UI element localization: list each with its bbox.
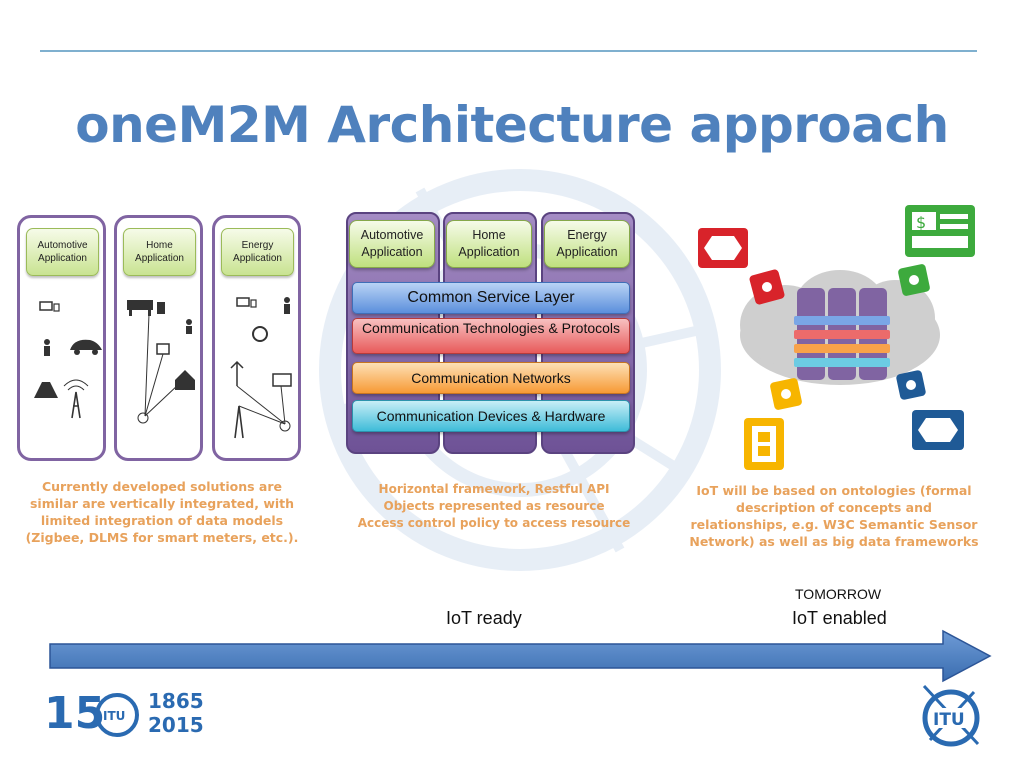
mini-stack-icon <box>794 288 890 380</box>
middle-caption-line-1: Horizontal framework, Restful API <box>378 482 610 496</box>
common-service-layer: Common Service Layer <box>352 282 630 314</box>
yellow-phone-icon <box>744 418 784 470</box>
home-devices-icon <box>127 300 195 424</box>
itu-logo-icon: ITU <box>922 684 980 747</box>
itu-globe-small-icon: ITU <box>95 693 139 737</box>
timeline-arrow-icon <box>49 629 992 683</box>
smart-meter-icon: $ <box>905 205 975 257</box>
slide-title: oneM2M Architecture approach <box>75 96 949 154</box>
right-caption: IoT will be based on ontologies (formal … <box>689 483 979 549</box>
communication-networks-layer: Communication Networks <box>352 362 630 394</box>
iot-ready-label: IoT ready <box>446 608 522 628</box>
energy-devices-icon <box>230 297 292 439</box>
logo-150-digits: 15 <box>44 688 106 739</box>
automotive-devices-icon <box>34 301 102 419</box>
top-divider-line <box>40 50 977 52</box>
communication-devices-layer: Communication Devices & Hardware <box>352 400 630 432</box>
communication-technologies-layer: Communication Technologies & Protocols <box>352 318 630 354</box>
itu-logo-text: ITU <box>933 710 965 730</box>
middle-caption-line-2: Objects represented as resource <box>383 499 605 513</box>
iot-enabled-label: IoT enabled <box>792 608 887 628</box>
svg-text:$: $ <box>916 213 926 232</box>
iot-cloud-diagram: $ <box>698 205 975 470</box>
middle-caption: Horizontal framework, Restful API Object… <box>346 481 642 532</box>
logo-year-start: 1865 <box>148 689 204 713</box>
blue-router-icon <box>912 410 964 450</box>
logo-itu-text: ITU <box>103 709 125 723</box>
left-caption: Currently developed solutions are simila… <box>25 479 299 545</box>
middle-caption-line-3: Access control policy to access resource <box>357 516 631 530</box>
logo-year-end: 2015 <box>148 713 204 737</box>
red-router-icon <box>698 228 748 268</box>
tomorrow-label: TOMORROW <box>795 586 882 602</box>
itu-150-logo: 15 ITU 1865 2015 <box>44 688 204 744</box>
